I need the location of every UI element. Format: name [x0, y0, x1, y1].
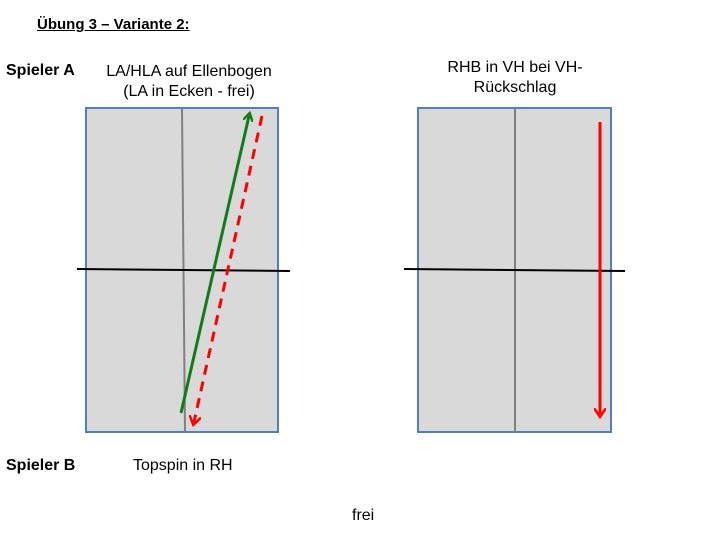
left-table — [76, 107, 291, 433]
left-table-label: LA/HLA auf Ellenbogen (LA in Ecken - fre… — [92, 62, 286, 102]
left-table-label-line2: (LA in Ecken - frei) — [123, 83, 255, 100]
player-a-label: Spieler A — [6, 62, 75, 79]
topspin-label: Topspin in RH — [133, 457, 233, 474]
frei-label: frei — [352, 507, 375, 524]
red-dashed-arrow — [194, 115, 264, 422]
left-table-label-line1: LA/HLA auf Ellenbogen — [106, 63, 272, 80]
player-b-label: Spieler B — [6, 457, 76, 474]
left-table-net — [76, 268, 291, 272]
green-arrow — [179, 116, 249, 414]
right-table — [403, 107, 626, 433]
right-table-label: RHB in VH bei VH-Rückschlag — [447, 59, 583, 96]
exercise-title: Übung 3 – Variante 2: — [37, 16, 190, 33]
right-table-net — [403, 268, 626, 272]
